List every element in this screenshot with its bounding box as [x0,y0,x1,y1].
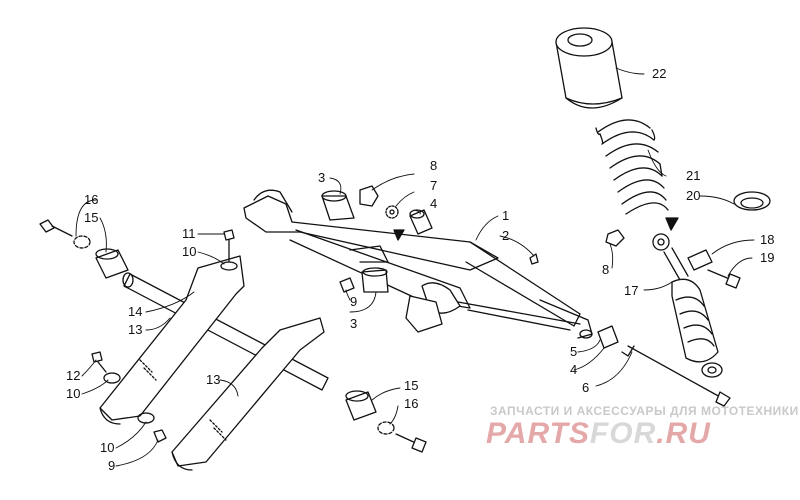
callout-3-lower: 3 [350,316,357,331]
callout-10-upper: 10 [182,244,196,259]
watermark-tagline: ЗАПЧАСТИ И АКСЕССУАРЫ ДЛЯ МОТОТЕХНИКИ [490,404,799,418]
shock-mount-bolt [707,269,741,289]
callout-11: 11 [182,226,196,241]
callout-labels: 22 21 20 18 19 17 8 8 7 4 1 2 3 9 3 5 4 … [66,66,774,473]
callout-3-upper: 3 [318,170,325,185]
end-bushing-right [345,390,377,421]
end-bolt-right [377,421,427,453]
callout-4-upper: 4 [430,196,437,211]
callout-12: 12 [66,368,80,383]
callout-2: 2 [502,228,509,243]
end-bolt-left [39,219,91,249]
callout-22: 22 [652,66,666,81]
callout-13-right: 13 [206,372,220,387]
pivot-bolt-long [621,345,731,407]
bolt-lower-small [91,351,121,384]
callout-13-left: 13 [128,322,142,337]
callout-7: 7 [430,178,437,193]
callout-19: 19 [760,250,774,265]
callout-20: 20 [686,188,700,203]
lock-nut-upper [359,185,379,207]
callout-5: 5 [570,344,577,359]
callout-15-right: 15 [404,378,418,393]
arrow-marker-right [665,217,679,231]
washer-lower [579,329,593,339]
callout-9-lower: 9 [108,458,115,473]
end-bushing-left [95,248,129,279]
callout-6: 6 [582,380,589,395]
lock-nut-right [605,229,625,247]
callout-15-left: 15 [84,210,98,225]
watermark-logo: PARTSFOR.RU [486,417,711,451]
coil-spring [595,119,669,215]
shock-absorber [652,233,723,378]
leader-lines [75,67,755,467]
callout-9-center: 9 [350,294,357,309]
nut-center [339,277,355,293]
spacer-upper [409,209,433,235]
bushing-lower [361,267,389,293]
shock-spacer [687,249,713,271]
star-washer [385,205,399,219]
bolt-upper-small [220,229,238,271]
watermark-logo-accent: FOR [589,417,657,450]
callout-16-right: 16 [404,396,418,411]
callout-8-right: 8 [602,262,609,277]
nut-lower-left [153,429,167,443]
callout-4-lower: 4 [570,362,577,377]
strap-arm-left [99,255,245,425]
callout-1: 1 [502,208,509,223]
arrow-marker-center [393,229,405,241]
callout-14: 14 [128,304,142,319]
spring-retainer-clip [733,191,771,211]
callout-10-lower: 10 [100,440,114,455]
rear-arm-assembly [243,189,593,339]
callout-17: 17 [624,283,638,298]
washer-lower-left [137,412,155,424]
watermark-logo-tail: .RU [656,417,711,450]
callout-21: 21 [686,168,700,183]
strap-arm-right [171,317,325,471]
spacer-lower [597,325,619,349]
bushing-upper [321,190,355,221]
callout-10-mid: 10 [66,386,80,401]
bump-stop-boot [555,27,623,109]
callout-18: 18 [760,232,774,247]
callout-16-left: 16 [84,192,98,207]
watermark-logo-main: PARTS [486,417,590,450]
callout-8-upper: 8 [430,158,437,173]
